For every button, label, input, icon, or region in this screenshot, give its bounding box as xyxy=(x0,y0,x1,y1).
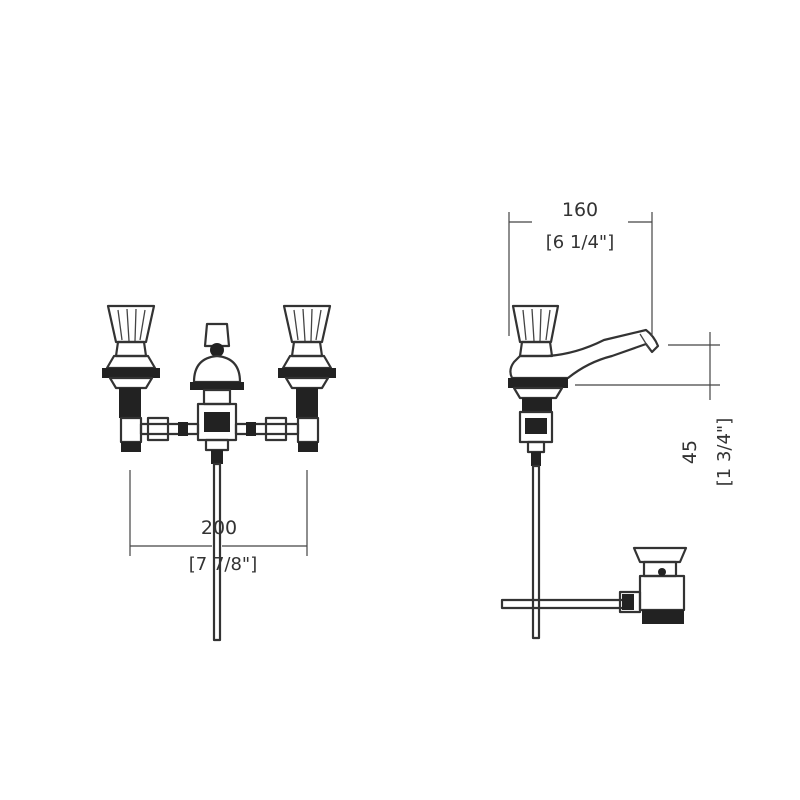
side-spout xyxy=(508,328,660,466)
left-handle xyxy=(102,304,160,452)
height-dimension: 45 [1 3/4"] xyxy=(575,332,735,486)
side-handle xyxy=(511,304,560,358)
connecting-pipes xyxy=(139,416,300,442)
pop-up-drain xyxy=(618,546,688,624)
projection-inch-label: [6 1/4"] xyxy=(546,232,614,253)
width-dimension: 200 [7 7/8"] xyxy=(129,470,308,575)
height-inch-label: [1 3/4"] xyxy=(714,418,735,486)
center-spout xyxy=(190,322,244,464)
side-pull-rod xyxy=(500,464,626,640)
pull-rod xyxy=(212,462,222,642)
projection-mm-label: 160 xyxy=(562,199,598,221)
height-mm-label: 45 xyxy=(679,440,701,464)
projection-dimension: 160 [6 1/4"] xyxy=(508,199,653,336)
right-handle xyxy=(278,304,336,452)
side-view: 160 [6 1/4"] 45 [1 3/4"] xyxy=(500,199,735,640)
width-mm-label: 200 xyxy=(201,517,237,539)
width-inch-label: [7 7/8"] xyxy=(189,554,257,575)
front-view: 200 [7 7/8"] xyxy=(102,304,336,642)
